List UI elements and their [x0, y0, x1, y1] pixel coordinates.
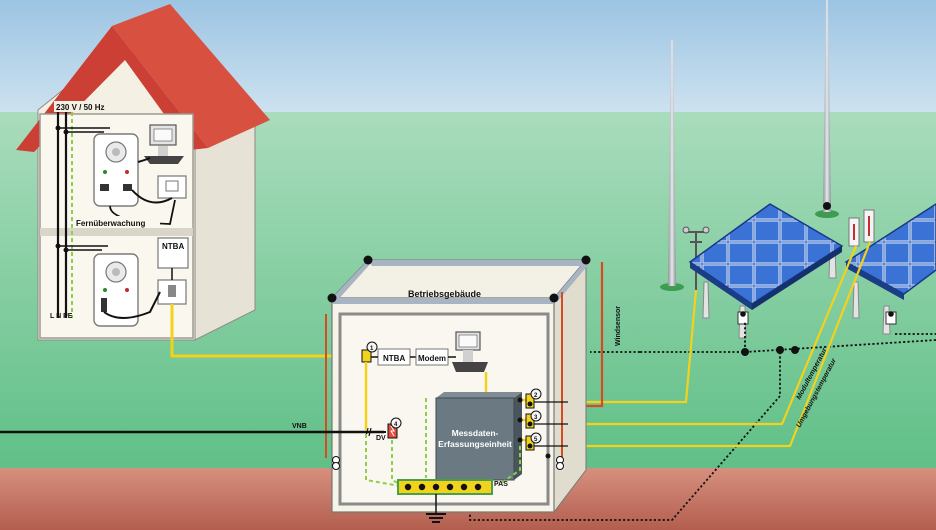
- modem-label: Modem: [418, 354, 446, 363]
- powerline-adapter-upper: [93, 133, 139, 207]
- pas-bar: [397, 479, 493, 495]
- surge-protector-2: [525, 393, 535, 409]
- pas-label: PAS: [494, 481, 508, 488]
- lnpe-label: L N PE: [50, 313, 73, 320]
- vnb-label: VNB: [292, 423, 307, 430]
- sensor-cables: [568, 241, 872, 448]
- ntba-house-label: NTBA: [162, 242, 184, 251]
- operations-building: Betriebsgebäude VNB 1 NTBA Modem: [0, 255, 622, 523]
- badge-4: 4: [394, 422, 398, 428]
- badge-5: 5: [534, 437, 538, 443]
- remote-monitoring-label: Fernüberwachung: [76, 219, 145, 228]
- mast-left: [668, 40, 676, 286]
- roof-side: [112, 4, 270, 148]
- data-logger-label-line1: Messdaten-: [452, 428, 499, 438]
- dv-label: DV: [376, 435, 386, 442]
- field-installations: [660, 0, 936, 339]
- house: 230 V / 50 Hz L N PE Fernüb: [16, 4, 366, 358]
- data-logger: Messdaten- Erfassungseinheit: [435, 392, 522, 481]
- data-logger-label-line2: Erfassungseinheit: [438, 439, 512, 449]
- badge-1: 1: [370, 346, 374, 352]
- ntba-label: NTBA: [383, 354, 405, 363]
- computer-icon: [144, 124, 184, 164]
- badge-3: 3: [534, 415, 538, 421]
- ntba-box-house: [157, 237, 189, 269]
- badge-2: 2: [534, 393, 538, 399]
- mast-right: [823, 0, 831, 212]
- building-computer-icon: [452, 331, 488, 372]
- solar-array-right: [844, 203, 936, 335]
- building-label: Betriebsgebäude: [408, 289, 481, 299]
- voltage-label: 230 V / 50 Hz: [56, 103, 104, 112]
- powerline-adapter-lower: [93, 253, 139, 327]
- wind-sensor-label: Windsensor: [615, 306, 622, 346]
- solar-array-left: [688, 203, 844, 339]
- house-side-wall: [194, 117, 256, 341]
- router-box: [157, 175, 187, 199]
